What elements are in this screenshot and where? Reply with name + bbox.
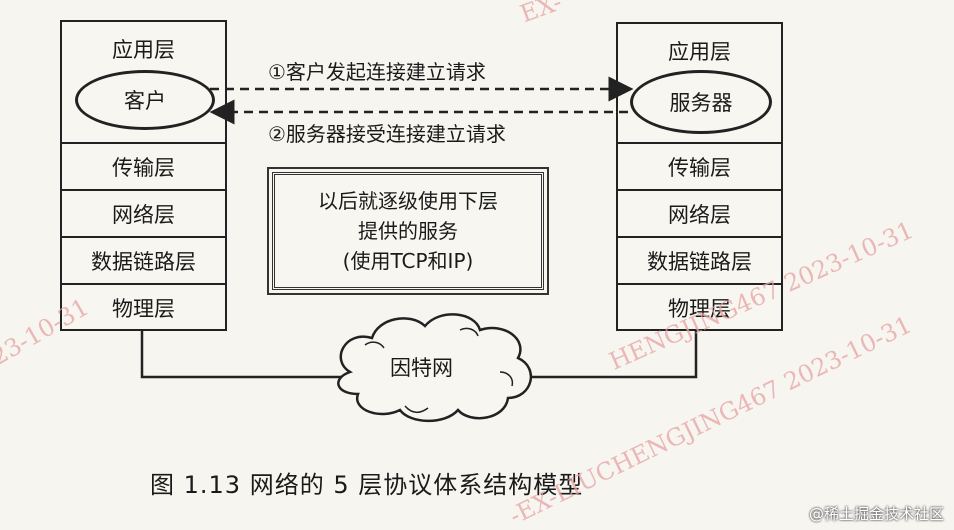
server-application-layer-label: 应用层 <box>668 40 731 64</box>
server-physical-layer: 物理层 <box>618 283 781 331</box>
internet-cloud <box>337 313 533 423</box>
server-datalink-layer: 数据链路层 <box>618 236 781 283</box>
client-request-label: ①客户发起连接建立请求 <box>268 60 486 84</box>
client-datalink-layer: 数据链路层 <box>62 236 225 283</box>
figure-caption: 图 1.13 网络的 5 层协议体系结构模型 <box>150 471 584 499</box>
note-line-2: 提供的服务 <box>358 219 458 243</box>
note-line-1: 以后就逐级使用下层 <box>318 189 498 213</box>
client-application-layer-label: 应用层 <box>112 38 175 62</box>
client-transport-layer: 传输层 <box>62 142 225 189</box>
server-protocol-stack: 应用层 传输层 网络层 数据链路层 物理层 <box>616 22 783 331</box>
client-ellipse: 客户 <box>75 70 215 130</box>
internet-label: 因特网 <box>390 356 453 380</box>
note-line-3: (使用TCP和IP) <box>342 249 474 273</box>
client-wire <box>140 329 342 379</box>
layer-service-note: 以后就逐级使用下层 提供的服务 (使用TCP和IP) <box>267 167 549 295</box>
client-physical-layer: 物理层 <box>62 283 225 331</box>
client-network-layer: 网络层 <box>62 189 225 236</box>
brand-watermark: @稀土掘金技术社区 <box>808 505 944 523</box>
server-ellipse: 服务器 <box>630 70 772 134</box>
server-accept-label: ②服务器接受连接建立请求 <box>268 122 506 146</box>
server-transport-layer: 传输层 <box>618 142 781 189</box>
server-wire <box>520 329 698 379</box>
server-network-layer: 网络层 <box>618 189 781 236</box>
